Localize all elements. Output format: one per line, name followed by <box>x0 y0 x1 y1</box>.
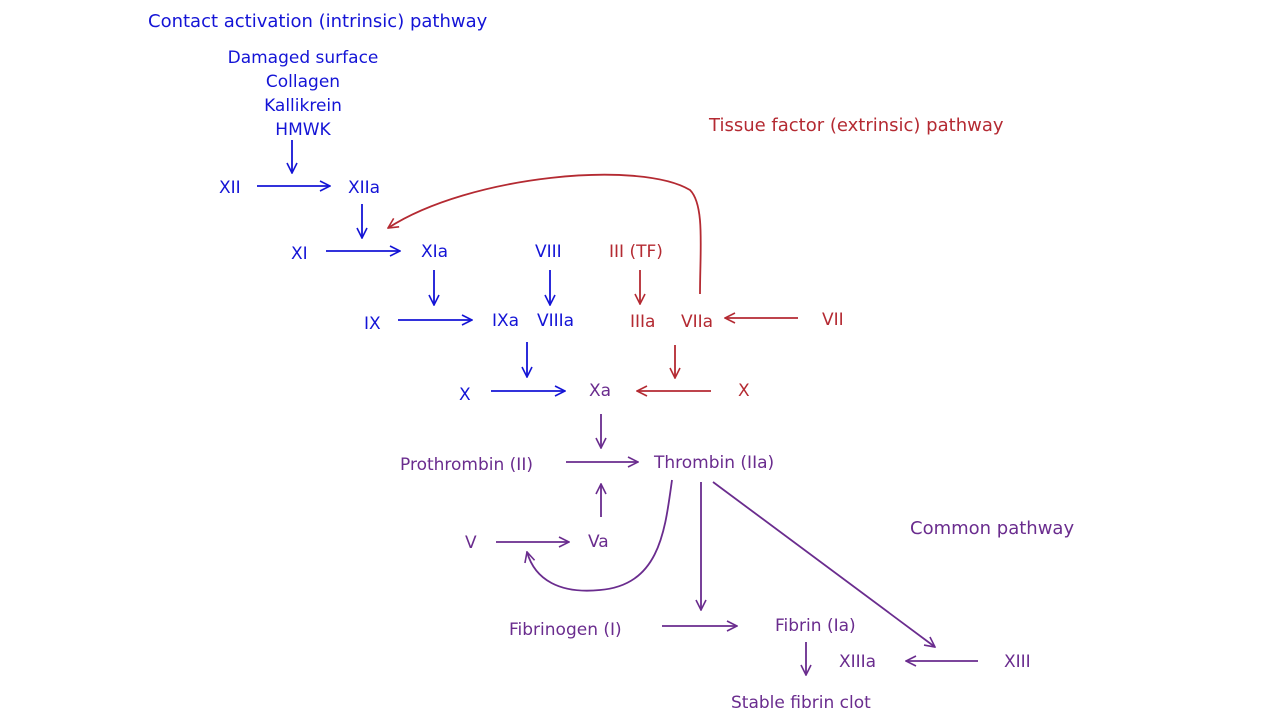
common-pathway-title: Common pathway <box>910 518 1074 539</box>
intrinsic-arrows <box>257 140 565 391</box>
intrinsic-pathway-title: Contact activation (intrinsic) pathway <box>148 11 488 32</box>
intrinsic-pathway: Damaged surface Collagen Kallikrein HMWK… <box>219 48 574 405</box>
factor-xa: Xa <box>589 381 611 401</box>
prothrombin-label: Prothrombin (II) <box>400 455 533 475</box>
factor-v: V <box>465 533 477 553</box>
fibrinogen-label: Fibrinogen (I) <box>509 620 622 640</box>
arrow-thrombin-to-v-feedback <box>527 479 673 592</box>
factor-viii: VIII <box>535 242 562 262</box>
arrow-thrombin-to-xiii <box>712 481 935 647</box>
factor-xiii: XIII <box>1004 652 1031 672</box>
factor-viia: VIIa <box>681 312 713 332</box>
factor-xii: XII <box>219 178 241 198</box>
factor-va: Va <box>588 532 609 552</box>
factor-iiia: IIIa <box>630 312 655 332</box>
factor-x-extrinsic: X <box>738 381 750 401</box>
extrinsic-arrows <box>388 173 798 391</box>
extrinsic-pathway: III (TF) IIIa VIIa VII X <box>609 242 844 401</box>
trigger-collagen: Collagen <box>266 72 340 92</box>
fibrin-label: Fibrin (Ia) <box>775 616 856 636</box>
extrinsic-pathway-title: Tissue factor (extrinsic) pathway <box>708 115 1004 136</box>
trigger-kallikrein: Kallikrein <box>264 96 342 116</box>
factor-viiia: VIIIa <box>537 311 574 331</box>
arrow-viia-to-xi-feedback <box>388 173 702 295</box>
factor-iii-tf: III (TF) <box>609 242 663 262</box>
stable-fibrin-clot-label: Stable fibrin clot <box>731 693 871 713</box>
factor-xia: XIa <box>421 242 448 262</box>
factor-x-intrinsic: X <box>459 385 471 405</box>
factor-ix: IX <box>364 314 381 334</box>
factor-xiiia: XIIIa <box>839 652 876 672</box>
factor-xi: XI <box>291 244 308 264</box>
common-arrows <box>496 414 978 675</box>
factor-xiia: XIIa <box>348 178 380 198</box>
factor-ixa: IXa <box>492 311 519 331</box>
factor-vii: VII <box>822 310 844 330</box>
common-pathway: Xa Prothrombin (II) Thrombin (IIa) V Va … <box>400 381 1031 713</box>
trigger-hmwk: HMWK <box>275 120 331 140</box>
trigger-damaged-surface: Damaged surface <box>228 48 379 68</box>
thrombin-label: Thrombin (IIa) <box>653 453 774 473</box>
